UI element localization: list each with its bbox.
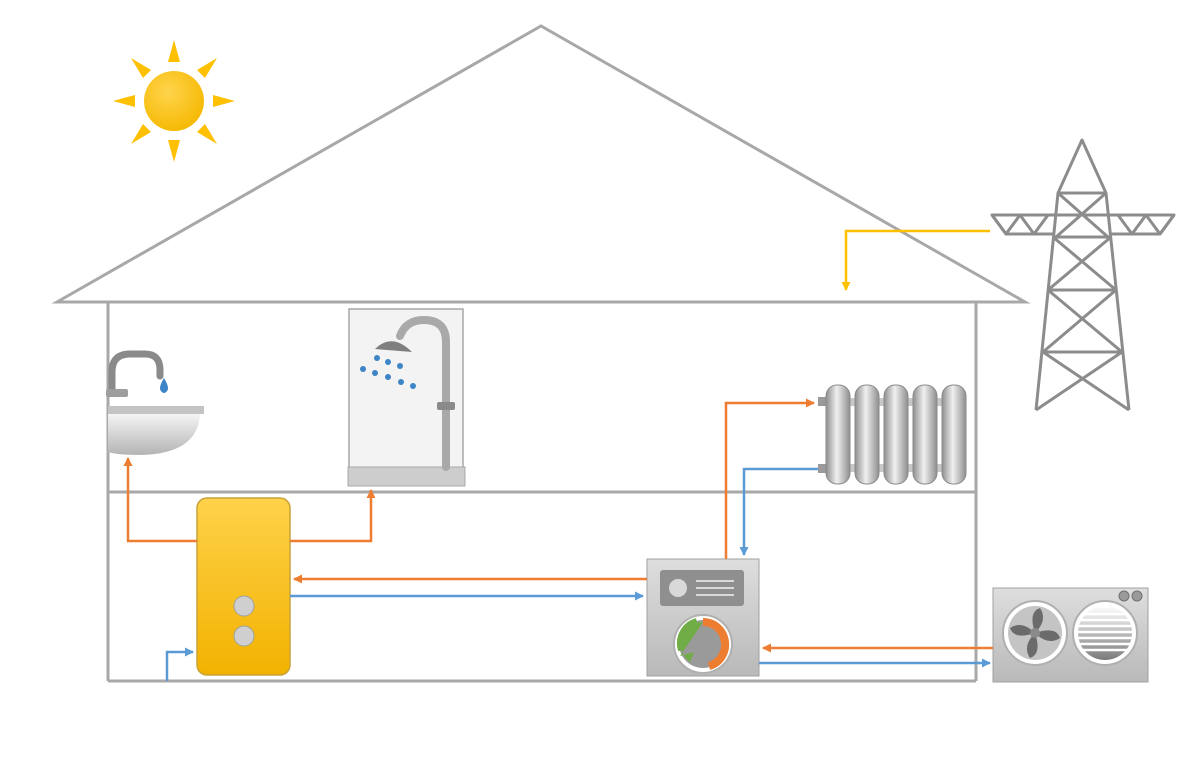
house-outline: [51, 24, 1031, 683]
shower-drops: [360, 355, 416, 389]
sink-faucet-icon: [106, 350, 204, 455]
outdoor-heat-pump-unit-icon: [992, 587, 1149, 683]
radiator-to-indoor-unit: [739, 467, 818, 556]
tank-to-sink: [123, 457, 197, 543]
power-pylon-icon: [990, 138, 1176, 412]
house-roof: [51, 24, 1031, 304]
tank-to-shower: [290, 489, 376, 543]
outdoor-unit-grill: [1072, 600, 1138, 666]
fan-icon: [1002, 600, 1068, 666]
water-drop-icon: [160, 378, 168, 393]
cold-water-inlet-to-tank: [165, 647, 194, 681]
indoor-unit-to-radiator: [724, 398, 815, 559]
radiator-icon: [818, 384, 967, 485]
hot-water-tank-icon: [196, 497, 291, 676]
grid-power-to-house: [841, 229, 990, 291]
shower-icon: [347, 308, 466, 487]
indoor-heat-pump-unit-icon: [646, 558, 760, 677]
sun-icon: [113, 40, 235, 162]
